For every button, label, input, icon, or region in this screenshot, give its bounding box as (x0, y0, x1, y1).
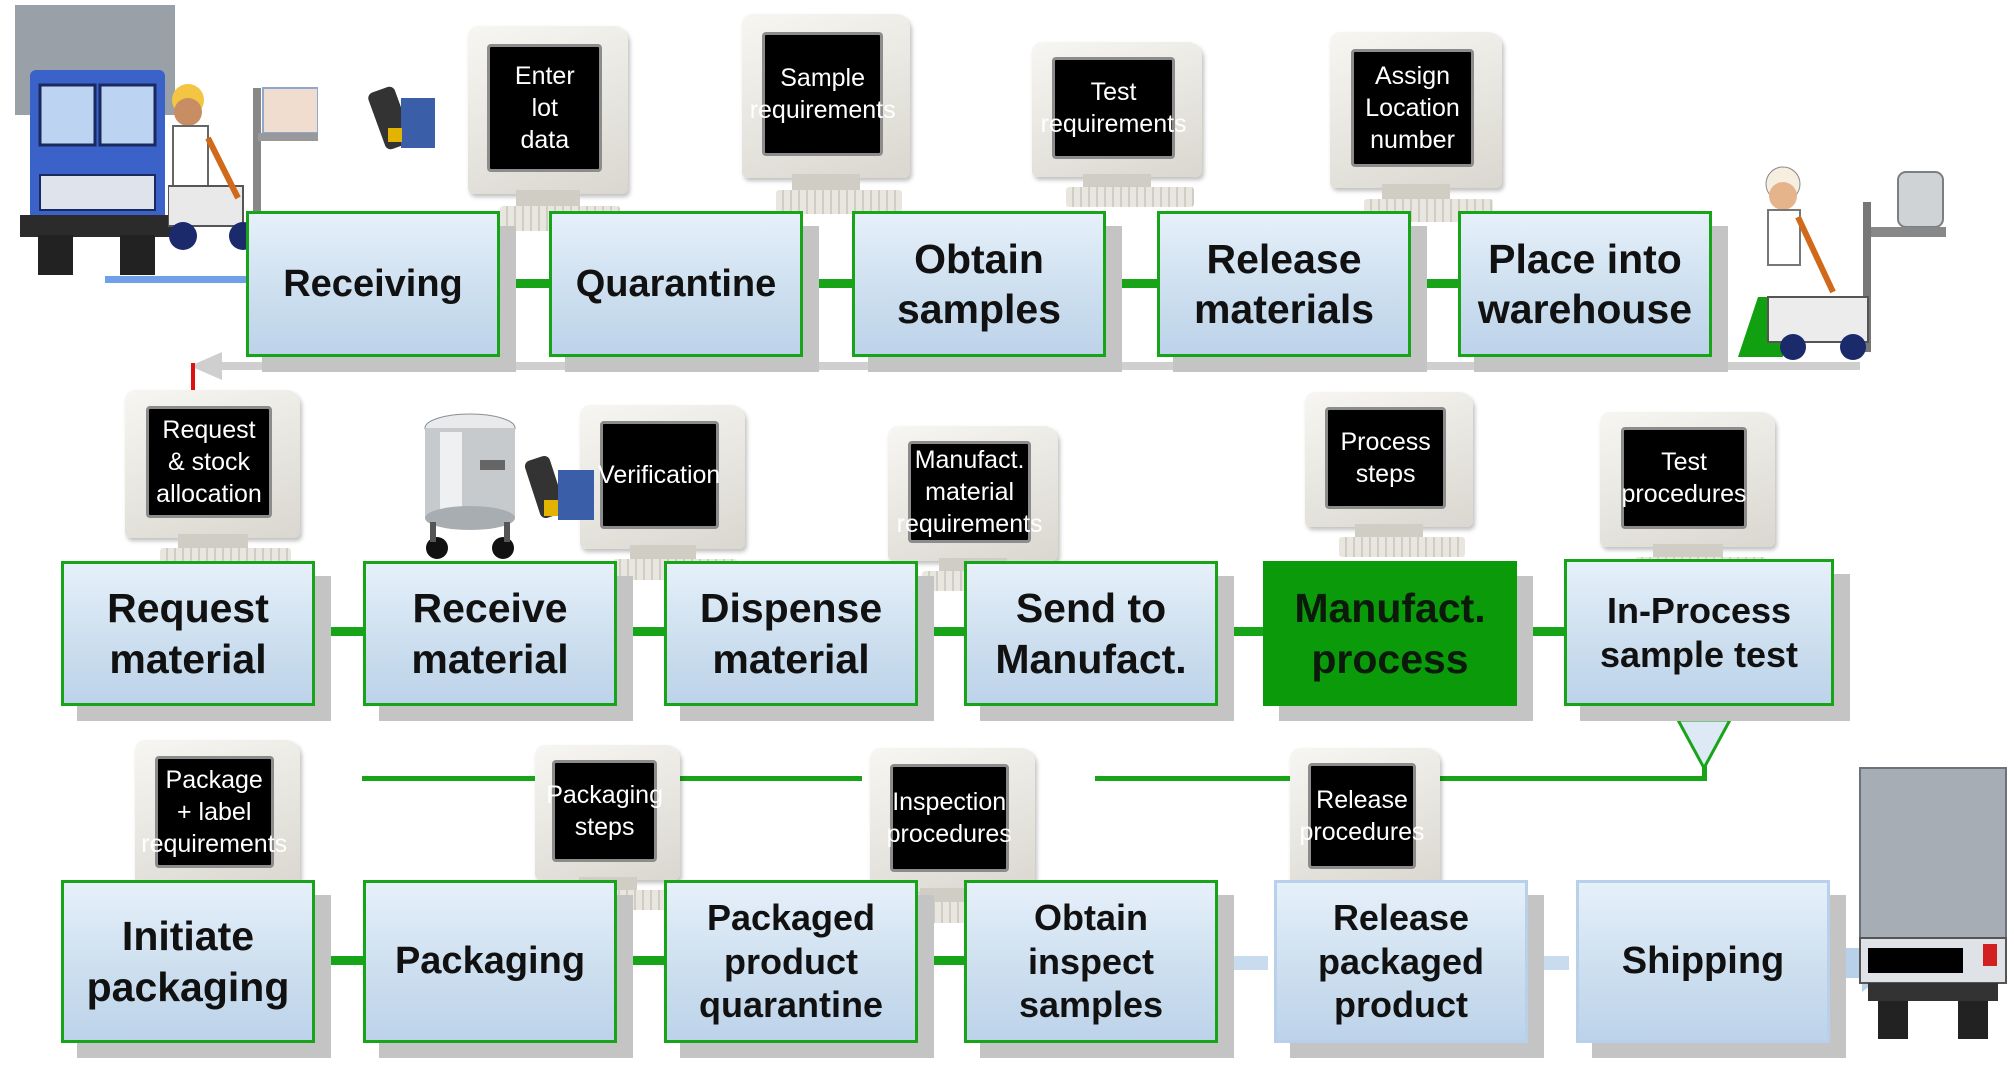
computer-monitor-icon: Enter lot data (468, 26, 628, 231)
step-send-to-manufact: Send to Manufact. (964, 561, 1218, 706)
step-initiate-packaging: Initiate packaging (61, 880, 315, 1043)
step-packaging: Packaging (363, 880, 617, 1043)
screen-manufact-material: Manufact. material requirements (897, 440, 1043, 544)
step-place-into-warehouse: Place into warehouse (1458, 211, 1712, 357)
computer-monitor-icon: Test requirements (1032, 42, 1202, 207)
computer-monitor-icon: Assign Location number (1330, 32, 1502, 222)
step-release-packaged-product: Release packaged product (1274, 880, 1528, 1043)
step-receiving: Receiving (246, 211, 500, 357)
computer-monitor-icon: Verification (580, 405, 745, 580)
screen-assign-location: Assign Location number (1350, 49, 1475, 167)
screen-request-stock: Request & stock allocation (146, 406, 272, 518)
step-request-material: Request material (61, 561, 315, 706)
computer-monitor-icon: Test procedures (1600, 412, 1775, 577)
step-packaged-product-quarantine: Packaged product quarantine (664, 880, 918, 1043)
screen-sample-requirements: Sample requirements (750, 32, 896, 156)
trailer-truck-icon (1859, 767, 2007, 1039)
screen-test-requirements: Test requirements (1041, 56, 1187, 160)
screen-test-procedures: Test procedures (1621, 426, 1747, 530)
worker-forklift-icon (1738, 166, 1946, 360)
step-release-materials: Release materials (1157, 211, 1411, 357)
truck-icon (15, 5, 175, 275)
computer-monitor-icon: Process steps (1305, 392, 1473, 557)
step-manufact-process: Manufact. process (1263, 561, 1517, 706)
step-obtain-inspect-samples: Obtain inspect samples (964, 880, 1218, 1043)
screen-packaging-steps: Packaging steps (546, 759, 663, 863)
screen-process-steps: Process steps (1325, 406, 1447, 510)
computer-monitor-icon: Sample requirements (742, 14, 910, 214)
steel-tank-icon (424, 413, 516, 559)
step-obtain-samples: Obtain samples (852, 211, 1106, 357)
barcode-scanner-icon (524, 456, 594, 520)
screen-inspection-procedures: Inspection procedures (887, 763, 1012, 873)
computer-monitor-icon: Request & stock allocation (125, 390, 300, 570)
screen-release-procedures: Release procedures (1299, 763, 1425, 869)
computer-monitor-icon: Inspection procedures (870, 748, 1035, 923)
barcode-scanner-icon (368, 86, 435, 150)
computer-monitor-icon: Packaging steps (535, 745, 680, 910)
computer-monitor-icon: Package + label requirements (135, 740, 300, 920)
screen-enter-lot-data: Enter lot data (487, 44, 603, 172)
worker-forklift-icon (168, 84, 318, 250)
screen-verification: Verification (598, 420, 720, 530)
step-dispense-material: Dispense material (664, 561, 918, 706)
step-shipping: Shipping (1576, 880, 1830, 1043)
step-receive-material: Receive material (363, 561, 617, 706)
step-quarantine: Quarantine (549, 211, 803, 357)
screen-package-label: Package + label requirements (141, 756, 287, 868)
step-in-process-sample-test: In-Process sample test (1564, 559, 1834, 706)
